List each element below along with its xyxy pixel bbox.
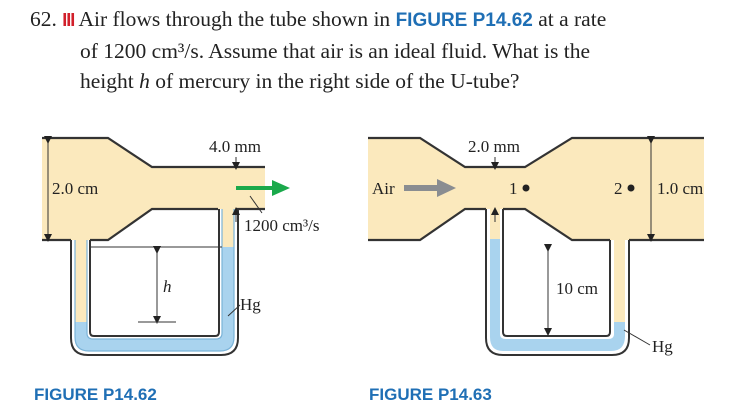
u-left-air-2	[490, 209, 500, 239]
label-point-2: 2	[614, 179, 623, 198]
problem-line-1: 62. III Air flows through the tube shown…	[30, 4, 730, 36]
air-arrow-head	[437, 179, 456, 197]
u-tube-inner-2	[502, 209, 611, 337]
tube-wall-bottom-2	[368, 207, 704, 242]
flow-leader	[249, 195, 263, 214]
figure-p14-62: 2.0 cm 4.0 mm 1200 cm³/s h Hg	[42, 136, 319, 356]
difficulty-marker: III	[62, 10, 75, 30]
u-tube-outer-1	[70, 209, 239, 356]
label-hg-1: Hg	[240, 295, 261, 314]
u-mercury-1	[75, 247, 234, 351]
label-point-1: 1	[509, 179, 518, 198]
problem-number: 62.	[30, 7, 57, 31]
point-1-dot	[522, 184, 530, 192]
u-tube-outer-2	[485, 209, 630, 356]
figure-p14-63: Air 2.0 mm 1 2 1.0 cm 10 cm Hg	[368, 136, 704, 356]
flow-arrow-head	[272, 180, 290, 196]
label-10cm: 10 cm	[556, 279, 598, 298]
label-4mm: 4.0 mm	[209, 137, 261, 156]
hg-leader-1	[227, 304, 241, 317]
label-2cm: 2.0 cm	[52, 179, 98, 198]
u-right-air-2	[614, 240, 625, 322]
problem-text: 62. III Air flows through the tube shown…	[30, 4, 730, 96]
problem-text-1b: at a rate	[538, 7, 607, 31]
label-h: h	[163, 277, 172, 296]
point-2-dot	[627, 184, 635, 192]
air-tube-1	[42, 138, 265, 240]
variable-h: h	[139, 69, 150, 93]
u-tube-mid-1	[74, 209, 235, 352]
problem-text-3a: height	[80, 69, 134, 93]
problem-line-2: of 1200 cm³/s. Assume that air is an ide…	[80, 39, 591, 63]
u-mercury-2	[490, 239, 625, 351]
u-tube-inner-1	[89, 209, 220, 337]
tube-wall-top-1	[42, 136, 265, 169]
caption-figure-p14-63: FIGURE P14.63	[369, 385, 492, 404]
label-flow-rate: 1200 cm³/s	[244, 216, 319, 235]
label-2mm: 2.0 mm	[468, 137, 520, 156]
problem-text-1a: Air flows through the tube shown in	[78, 7, 391, 31]
label-1cm: 1.0 cm	[657, 179, 703, 198]
u-left-air	[75, 240, 87, 322]
hg-leader-2	[623, 329, 651, 346]
label-air: Air	[372, 179, 395, 198]
label-hg-2: Hg	[652, 337, 673, 356]
air-tube-2	[368, 138, 704, 240]
caption-figure-p14-62: FIGURE P14.62	[34, 385, 157, 404]
figure-reference: FIGURE P14.62	[395, 10, 533, 31]
problem-line-3: height h of mercury in the right side of…	[30, 66, 730, 96]
problem-text-3b: of mercury in the right side of the U-tu…	[155, 69, 520, 93]
u-right-air	[222, 209, 234, 247]
